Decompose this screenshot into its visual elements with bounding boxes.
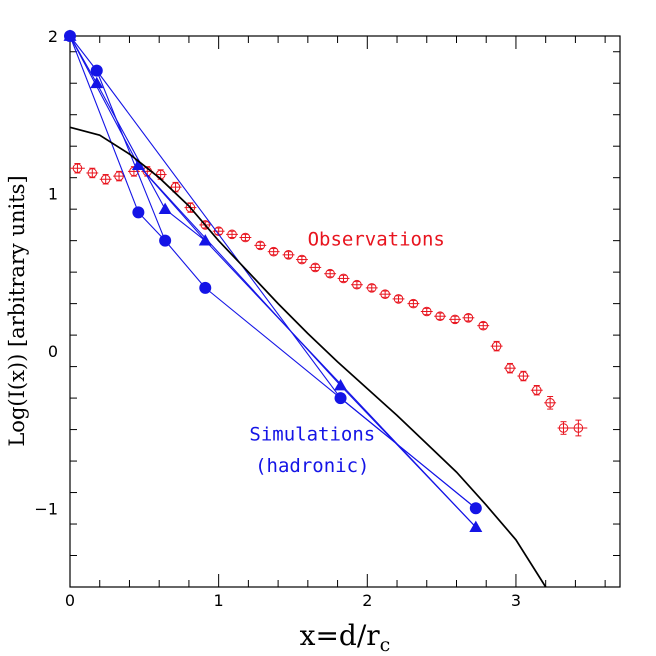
simulation-circle-point <box>132 206 145 219</box>
observation-point <box>185 202 196 213</box>
connector-line <box>96 70 341 399</box>
observation-point <box>240 232 251 243</box>
observation-point <box>87 168 98 178</box>
connector-line <box>340 397 477 509</box>
simulation-triangle-point <box>63 29 77 41</box>
model-curve <box>69 126 547 588</box>
observation-point <box>558 423 569 433</box>
plot-frame <box>69 35 621 588</box>
observation-point <box>450 314 460 325</box>
observation-point <box>408 298 419 309</box>
simulation-triangle-point <box>158 202 172 215</box>
x-tick-label: 2 <box>362 591 372 610</box>
x-axis-label-subscript: c <box>380 634 391 656</box>
simulation-circle-point <box>90 64 103 77</box>
simulation-triangle-point <box>334 378 348 391</box>
connector-line <box>69 35 139 213</box>
x-tick-label: 0 <box>65 591 75 610</box>
simulation-circle-point <box>334 392 347 405</box>
observation-point <box>366 283 377 293</box>
simulation-triangle-point <box>131 158 145 170</box>
observation-point <box>491 341 502 351</box>
axis-ticks <box>69 36 620 588</box>
connector-line <box>164 208 206 242</box>
y-tick-label: 0 <box>48 342 58 361</box>
observation-point <box>518 371 529 381</box>
observation-point <box>478 320 489 331</box>
observation-point <box>421 306 432 317</box>
y-tick-label: −1 <box>34 499 58 518</box>
tick-labels: 0 1 2 3 −1 0 1 2 <box>34 27 521 610</box>
simulation-circle-point <box>469 502 482 515</box>
observation-point <box>213 226 224 237</box>
series-open-circle-errorbar <box>70 163 588 437</box>
x-tick-label: 3 <box>511 591 521 610</box>
series-filled-triangle <box>63 29 483 533</box>
x-tick-label: 1 <box>214 591 224 610</box>
series-line <box>69 126 547 588</box>
simulation-triangle-point <box>90 76 104 89</box>
simulation-triangle-point <box>469 520 483 533</box>
observation-point <box>545 398 555 408</box>
connector-line <box>137 164 341 386</box>
simulation-triangle-point <box>198 234 212 246</box>
x-axis-label: x=d/rc <box>300 619 391 656</box>
observation-point <box>227 229 237 240</box>
observation-point <box>100 174 111 185</box>
observation-point <box>268 246 279 257</box>
observation-point <box>170 182 181 192</box>
observation-point <box>531 385 542 396</box>
observation-point <box>200 220 211 230</box>
connector-line <box>69 35 139 166</box>
observation-point <box>325 268 335 279</box>
annotation-label: Simulations <box>249 424 375 446</box>
connector-line <box>164 240 206 289</box>
observation-point <box>338 273 349 284</box>
observation-point <box>352 279 362 290</box>
observation-point <box>72 163 83 174</box>
connector-line <box>69 35 98 71</box>
y-axis-label: Log(I(x)) [arbitrary units] <box>5 175 29 446</box>
observation-point <box>297 254 307 265</box>
simulation-circle-point <box>159 234 172 247</box>
observation-point <box>463 312 474 323</box>
observation-point <box>573 423 584 433</box>
connector-line <box>96 82 166 210</box>
connector-line <box>137 211 166 242</box>
observation-point <box>435 311 445 322</box>
observation-point <box>380 289 390 299</box>
connector-line <box>340 385 477 528</box>
annotation-label: Observations <box>308 228 445 250</box>
annotation-label: (hadronic) <box>255 455 369 477</box>
observation-point <box>393 294 404 304</box>
observation-point <box>505 363 515 373</box>
simulation-circle-point <box>199 281 212 294</box>
observation-point <box>310 262 321 273</box>
y-tick-label: 1 <box>48 184 58 203</box>
y-tick-label: 2 <box>48 27 58 46</box>
observation-point <box>114 171 124 181</box>
chart-marks <box>63 29 588 588</box>
observation-point <box>283 250 294 260</box>
observation-point <box>255 240 266 251</box>
